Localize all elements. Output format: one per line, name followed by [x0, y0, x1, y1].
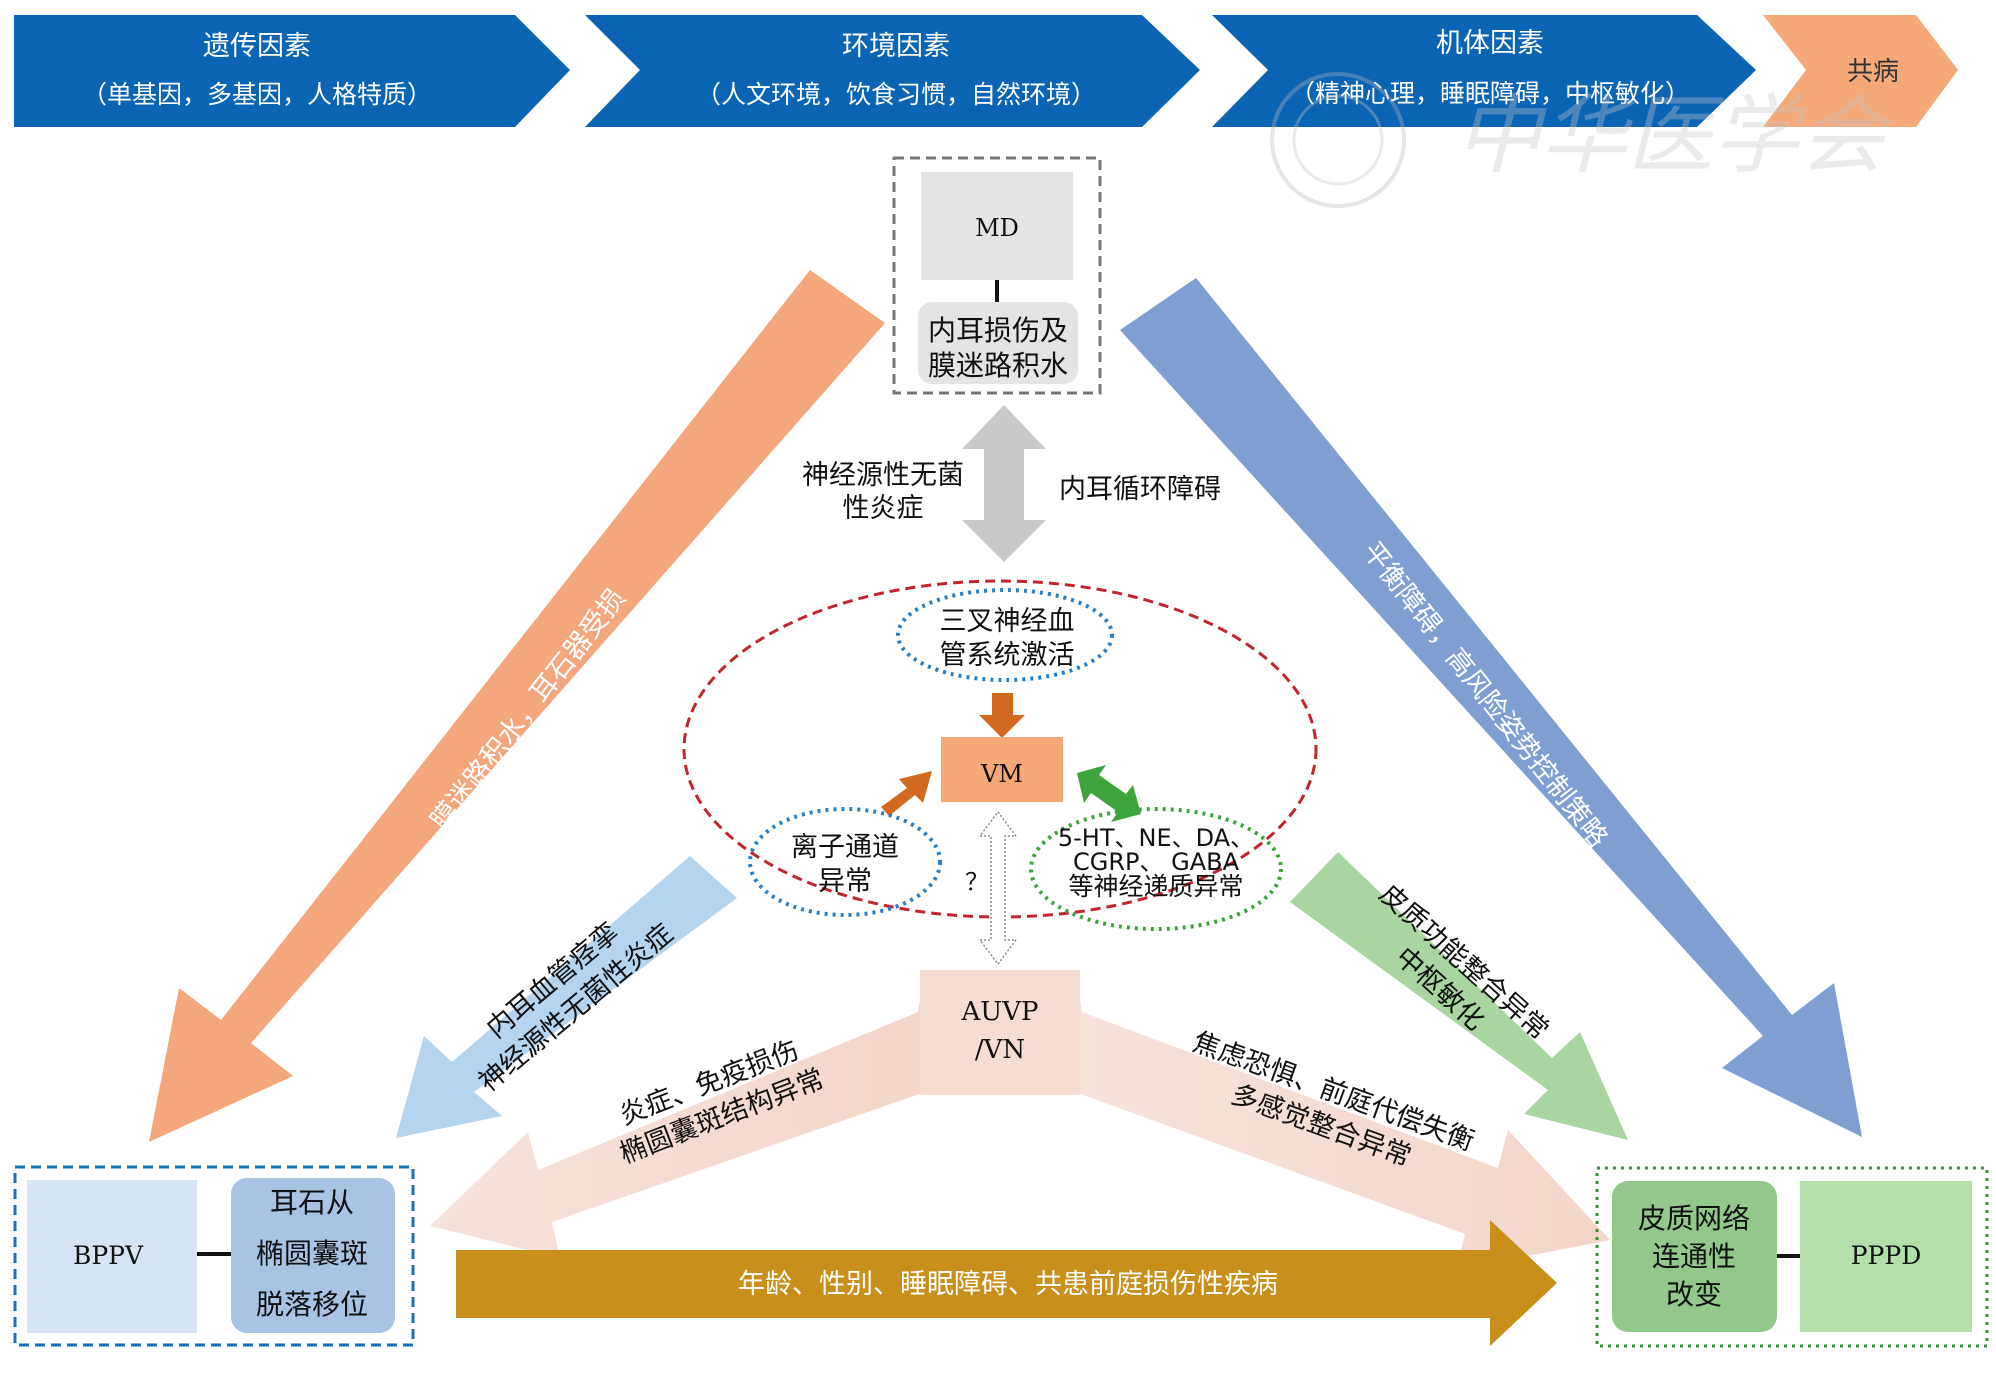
trigeminal-line1: 三叉神经血 [940, 606, 1075, 637]
green-arrow [1290, 852, 1628, 1140]
trigeminal-to-vm-arrow [979, 693, 1025, 738]
orange-diagonal-arrow [149, 270, 885, 1142]
md-box [921, 172, 1073, 280]
vm-box [941, 737, 1063, 802]
pppd-detail-box [1612, 1181, 1777, 1332]
pppd-label: PPPD [1851, 1241, 1922, 1270]
neurotransmitter-line3: 等神经递质异常 [1068, 872, 1243, 901]
ion-channel-ellipse [748, 807, 942, 917]
trigeminal-ellipse [896, 588, 1114, 682]
banner-comorbidity-title: 共病 [1847, 57, 1899, 87]
banner-environment-chevron [585, 15, 1200, 127]
md-label: MD [975, 214, 1019, 242]
pink-left-arrow [430, 1000, 925, 1258]
bottom-gold-arrow [456, 1220, 1557, 1346]
banner-environment-title: 环境因素 [842, 31, 950, 62]
bppv-detail-line1: 耳石从 [270, 1186, 354, 1219]
neurotransmitter-line1: 5-HT、NE、DA、 [1058, 824, 1254, 852]
md-vm-left-line1: 神经源性无菌 [802, 460, 964, 491]
md-vm-double-arrow [962, 405, 1046, 562]
ion-to-vm-arrow [881, 771, 932, 816]
pppd-detail-line1: 皮质网络 [1638, 1202, 1750, 1235]
vm-auvp-dotted-arrow [978, 810, 1018, 966]
trigeminal-line2: 管系统激活 [940, 640, 1075, 671]
bottom-gold-label: 年龄、性别、睡眠障碍、共患前庭损伤性疾病 [738, 1269, 1278, 1300]
banner-genetic-chevron [14, 15, 570, 127]
bppv-label: BPPV [73, 1241, 144, 1270]
watermark-text: 中华医学会 [1455, 86, 1893, 186]
md-vm-right-label: 内耳循环障碍 [1059, 474, 1221, 505]
watermark-seal-inner [1292, 94, 1384, 186]
banner-body-chevron [1212, 15, 1756, 127]
neurotransmitter-ellipse [1029, 807, 1283, 931]
banner-body-title: 机体因素 [1436, 28, 1544, 59]
light-blue-arrow [396, 856, 737, 1138]
banner-environment-subtitle: （人文环境，饮食习惯，自然环境） [696, 80, 1096, 109]
bppv-detail-box [231, 1178, 395, 1333]
orange-arrow-label: 膜迷路积水，耳石器受损 [425, 583, 632, 836]
watermark: 中华医学会 [1270, 72, 1893, 208]
blue-diagonal-arrow [1120, 278, 1862, 1137]
md-group-border [892, 156, 1102, 395]
md-detail-box [918, 302, 1078, 384]
ion-channel-line2: 异常 [818, 866, 872, 897]
bppv-group-border [13, 1165, 415, 1347]
watermark-seal [1270, 72, 1406, 208]
md-detail-line2: 膜迷路积水 [928, 349, 1068, 382]
pppd-box [1800, 1181, 1972, 1332]
question-mark: ？ [965, 868, 989, 896]
auvp-line1: AUVP [961, 997, 1039, 1027]
auvp-box [920, 970, 1080, 1095]
banner-body-subtitle: （精神心理，睡眠障碍，中枢敏化） [1290, 79, 1690, 108]
bppv-box [27, 1180, 197, 1333]
neurotransmitter-line2: CGRP、 GABA [1073, 848, 1240, 876]
md-vm-left-line2: 性炎症 [843, 493, 924, 524]
banner-comorbidity-chevron [1763, 15, 1958, 127]
vm-neuro-double-arrow [1077, 765, 1141, 822]
vm-label: VM [980, 760, 1023, 788]
banner-genetic-title: 遗传因素 [203, 31, 311, 62]
pink-right-arrow [1075, 1000, 1610, 1270]
pppd-group-border [1595, 1166, 1989, 1348]
bppv-detail-line2: 椭圆囊斑 [256, 1237, 368, 1270]
auvp-line2: /VN [975, 1035, 1025, 1065]
md-detail-line1: 内耳损伤及 [928, 314, 1068, 347]
banner-genetic-subtitle: （单基因，多基因，人格特质） [82, 80, 432, 109]
pppd-detail-line3: 改变 [1666, 1278, 1722, 1311]
blue-arrow-label: 平衡障碍，高风险姿势控制策略 [1356, 536, 1613, 853]
banner-bar: 遗传因素 （单基因，多基因，人格特质） 环境因素 （人文环境，饮食习惯，自然环境… [14, 15, 1958, 127]
bppv-detail-line3: 脱落移位 [256, 1288, 368, 1321]
ion-channel-line1: 离子通道 [791, 832, 899, 863]
pppd-detail-line2: 连通性 [1652, 1240, 1736, 1273]
